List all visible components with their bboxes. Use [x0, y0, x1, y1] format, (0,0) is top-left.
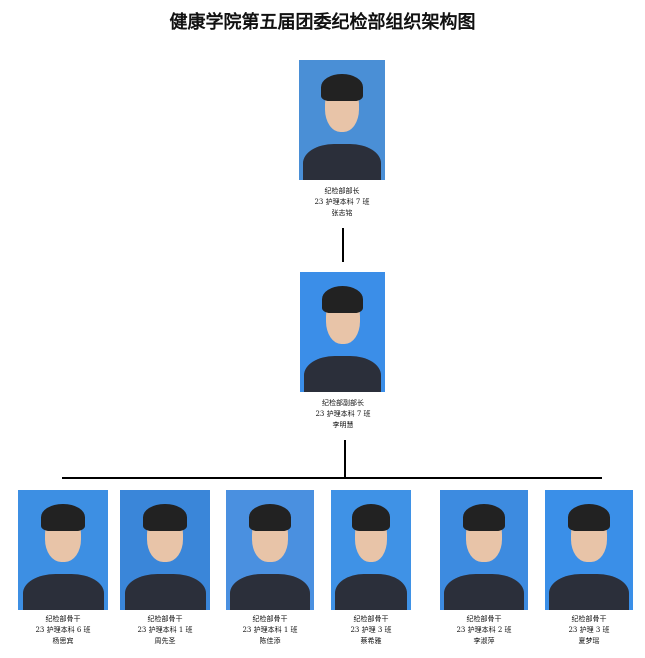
class: 23 护理本科 2 班	[456, 626, 512, 634]
role: 纪检部骨干	[353, 615, 389, 623]
name: 李明慧	[332, 421, 354, 429]
name: 李淑萍	[473, 637, 495, 645]
caption-member: 纪检部骨干 23 护理 3 班蔡希雅	[306, 614, 436, 647]
photo-member	[18, 490, 108, 610]
photo-member	[120, 490, 210, 610]
connector-line	[344, 440, 346, 478]
role: 纪检部骨干	[466, 615, 502, 623]
caption-member: 纪检部骨干 23 护理本科 2 班李淑萍	[419, 614, 549, 647]
role: 纪检部副部长	[322, 399, 364, 407]
photo-member	[440, 490, 528, 610]
role: 纪检部骨干	[252, 615, 288, 623]
photo-member	[331, 490, 411, 610]
connector-line	[342, 228, 344, 262]
caption-member: 纪检部骨干 23 护理本科 1 班陈佳添	[205, 614, 335, 647]
caption-deputy: 纪检部副部长 23 护理本科 7 班 李明慧	[278, 398, 408, 431]
name: 杨思宾	[52, 637, 74, 645]
role: 纪检部骨干	[45, 615, 81, 623]
name: 张志铭	[331, 209, 353, 217]
caption-member: 纪检部骨干 23 护理本科 1 班周先圣	[100, 614, 230, 647]
caption-member: 纪检部骨干 23 护理 3 班夏梦瑶	[524, 614, 645, 647]
class: 23 护理本科 1 班	[242, 626, 298, 634]
caption-top: 纪检部部长 23 护理本科 7 班 张志铭	[277, 186, 407, 219]
class: 23 护理本科 7 班	[315, 410, 371, 418]
photo-deputy	[300, 272, 385, 392]
chart-title: 健康学院第五届团委纪检部组织架构图	[169, 12, 476, 33]
class: 23 护理本科 7 班	[314, 198, 370, 206]
class: 23 护理 3 班	[568, 626, 610, 634]
photo-member	[545, 490, 633, 610]
class: 23 护理本科 6 班	[35, 626, 91, 634]
class: 23 护理 3 班	[350, 626, 392, 634]
photo-top	[299, 60, 385, 180]
name: 陈佳添	[259, 637, 281, 645]
role: 纪检部部长	[324, 187, 360, 195]
photo-member	[226, 490, 314, 610]
name: 蔡希雅	[360, 637, 382, 645]
name: 夏梦瑶	[578, 637, 600, 645]
class: 23 护理本科 1 班	[137, 626, 193, 634]
role: 纪检部骨干	[571, 615, 607, 623]
connector-line	[62, 477, 602, 479]
role: 纪检部骨干	[147, 615, 183, 623]
name: 周先圣	[154, 637, 176, 645]
caption-member: 纪检部骨干 23 护理本科 6 班杨思宾	[0, 614, 128, 647]
